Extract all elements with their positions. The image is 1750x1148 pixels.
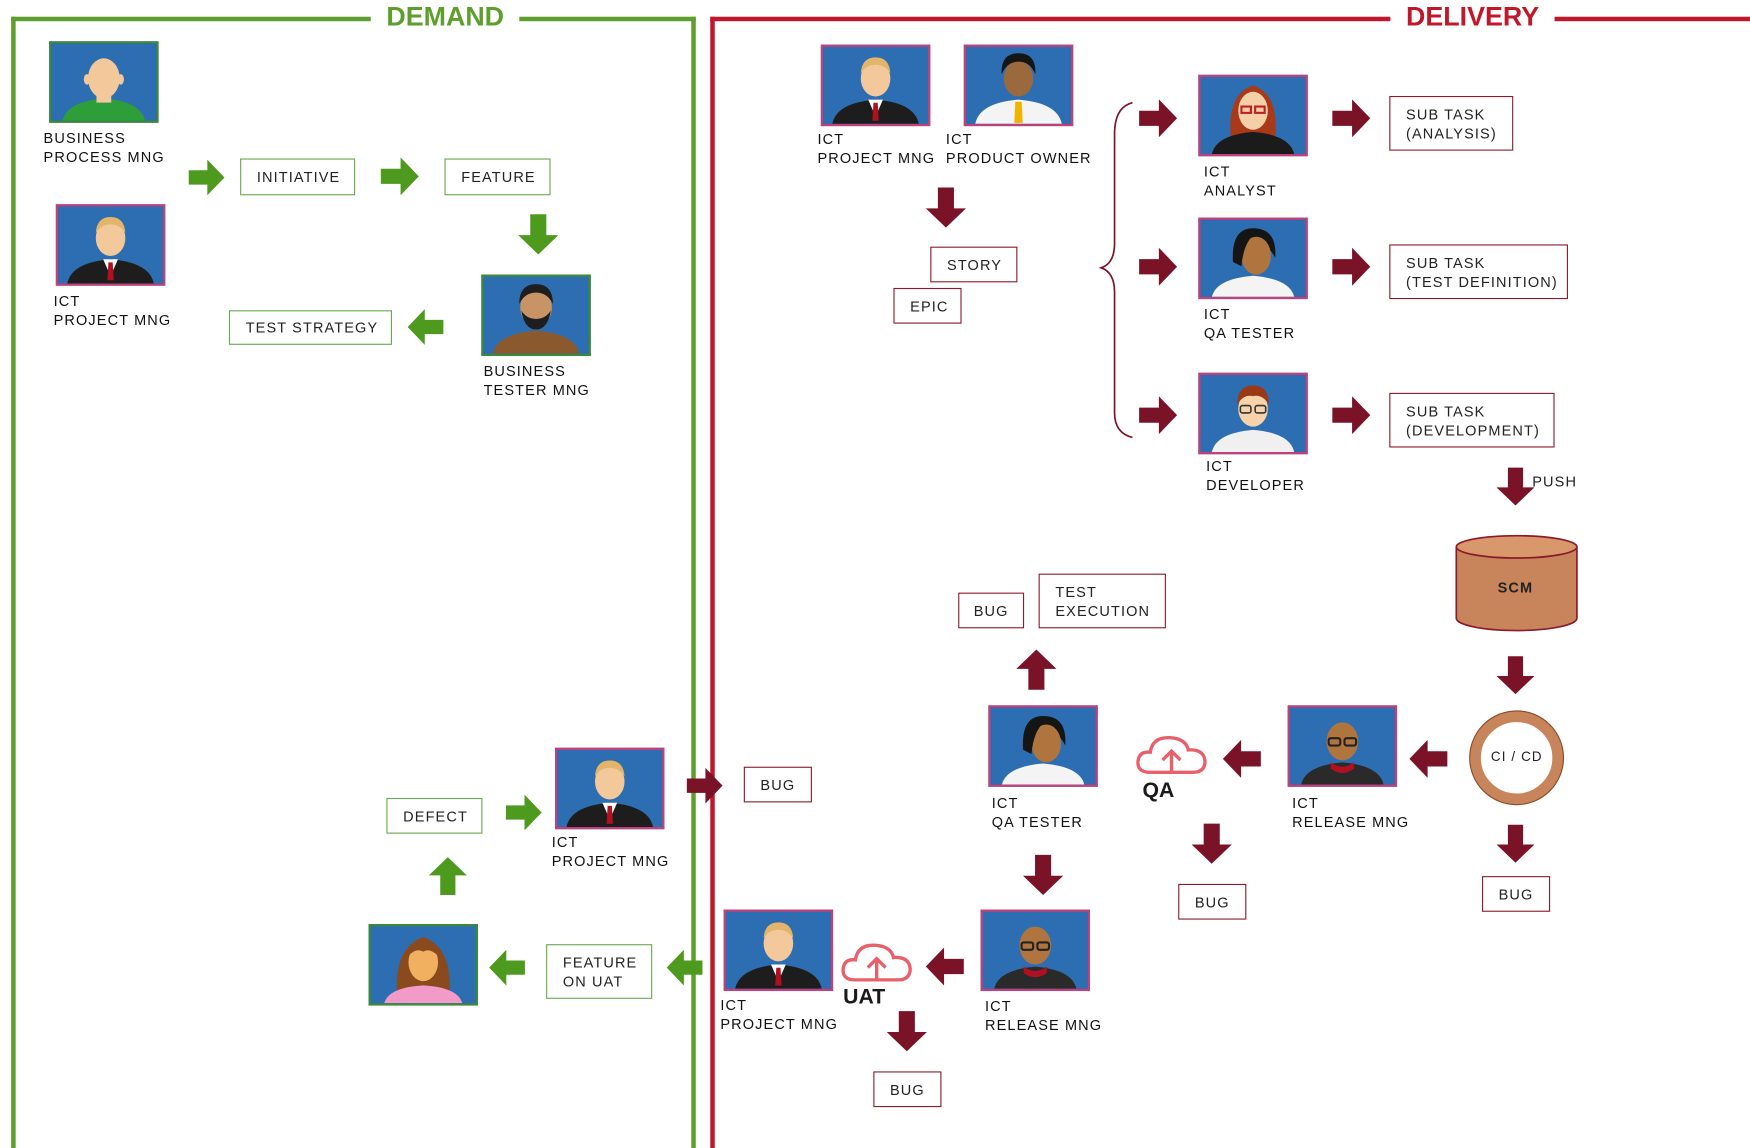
ict-release-mng-avatar	[1287, 705, 1398, 787]
arrow-left	[925, 947, 964, 986]
ict-product-owner-avatar	[963, 44, 1074, 127]
arrow-left	[1222, 739, 1261, 778]
scm-database-icon	[1455, 534, 1578, 632]
arrow-right	[1139, 396, 1178, 435]
arrow-down	[1191, 823, 1232, 864]
ict-qa-tester-avatar	[1198, 217, 1308, 300]
person-icon	[484, 276, 588, 354]
scm-label: SCM	[1497, 579, 1534, 596]
ict-developer-avatar	[1198, 372, 1308, 455]
subtask-analysis-box: SUB TASK(ANALYSIS)	[1389, 95, 1514, 151]
uat-cloud-upload-icon	[841, 943, 912, 982]
demand-panel	[11, 16, 696, 1148]
ict-project-mng-avatar	[820, 44, 931, 127]
person-icon	[371, 926, 475, 1004]
bug-box: BUG	[958, 592, 1025, 629]
arrow-left	[407, 309, 444, 345]
epic-box: EPIC	[893, 287, 962, 324]
arrow-down	[518, 214, 559, 255]
arrow-down	[1496, 656, 1535, 695]
story-box: STORY	[930, 246, 1018, 283]
initiative-box: INITIATIVE	[240, 158, 356, 196]
arrow-up	[428, 857, 467, 896]
person-icon	[58, 206, 163, 284]
arrow-left	[489, 949, 525, 986]
arrow-down	[1496, 467, 1535, 506]
arrow-right	[380, 157, 419, 196]
ict-qa-tester-avatar	[988, 705, 1098, 787]
arrow-right	[1139, 99, 1178, 138]
qa-label: QA	[1142, 778, 1175, 803]
person-icon	[558, 749, 662, 827]
arrow-right	[1332, 247, 1371, 286]
feature-box: FEATURE	[444, 158, 551, 196]
bug-box: BUG	[873, 1071, 942, 1108]
arrow-right	[1332, 99, 1371, 138]
person-icon	[1201, 374, 1305, 452]
arrow-left	[666, 949, 703, 986]
arrow-right	[1332, 396, 1371, 435]
arrow-right	[188, 159, 225, 196]
ict-project-mng-avatar	[723, 909, 834, 992]
arrow-right	[686, 767, 723, 804]
uat-label: UAT	[843, 985, 886, 1009]
business-user-avatar	[368, 924, 478, 1006]
test-strategy-box: TEST STRATEGY	[228, 310, 392, 345]
cicd-ring-icon	[1469, 710, 1565, 806]
person-icon	[1201, 219, 1305, 297]
subtask-development-box: SUB TASK(DEVELOPMENT)	[1389, 392, 1555, 448]
arrow-right	[505, 794, 542, 831]
person-icon	[966, 46, 1071, 124]
person-icon	[726, 911, 831, 989]
cicd-label: CI / CD	[1490, 748, 1543, 765]
demand-title: DEMAND	[370, 3, 520, 33]
arrow-down	[925, 187, 967, 228]
arrow-up	[1016, 649, 1057, 690]
delivery-title: DELIVERY	[1390, 3, 1555, 33]
qa-cloud-upload-icon	[1136, 736, 1207, 774]
subtask-test-definition-box: SUB TASK(TEST DEFINITION)	[1389, 244, 1568, 300]
person-icon	[823, 46, 928, 124]
bug-box: BUG	[743, 766, 812, 803]
person-icon	[1201, 77, 1305, 155]
person-icon	[983, 911, 1087, 989]
person-icon	[991, 707, 1095, 785]
arrow-down	[1022, 854, 1064, 896]
bug-box: BUG	[1178, 883, 1247, 920]
business-tester-mng-avatar	[481, 274, 591, 357]
ict-analyst-avatar	[1198, 74, 1308, 157]
person-icon	[1290, 707, 1395, 785]
arrow-left	[1409, 739, 1448, 778]
person-icon	[52, 43, 156, 121]
ict-project-mng-avatar	[555, 747, 665, 830]
ict-release-mng-avatar	[980, 909, 1090, 992]
business-process-mng-avatar	[49, 41, 159, 123]
arrow-down	[1496, 824, 1535, 863]
arrow-down	[886, 1011, 927, 1052]
defect-box: DEFECT	[386, 797, 483, 834]
ict-project-mng-avatar	[55, 204, 166, 286]
delivery-panel	[710, 16, 1750, 1148]
brace-connector	[1098, 101, 1133, 439]
arrow-right	[1139, 247, 1178, 286]
bug-box: BUG	[1481, 876, 1551, 912]
push-label: PUSH	[1532, 473, 1578, 490]
